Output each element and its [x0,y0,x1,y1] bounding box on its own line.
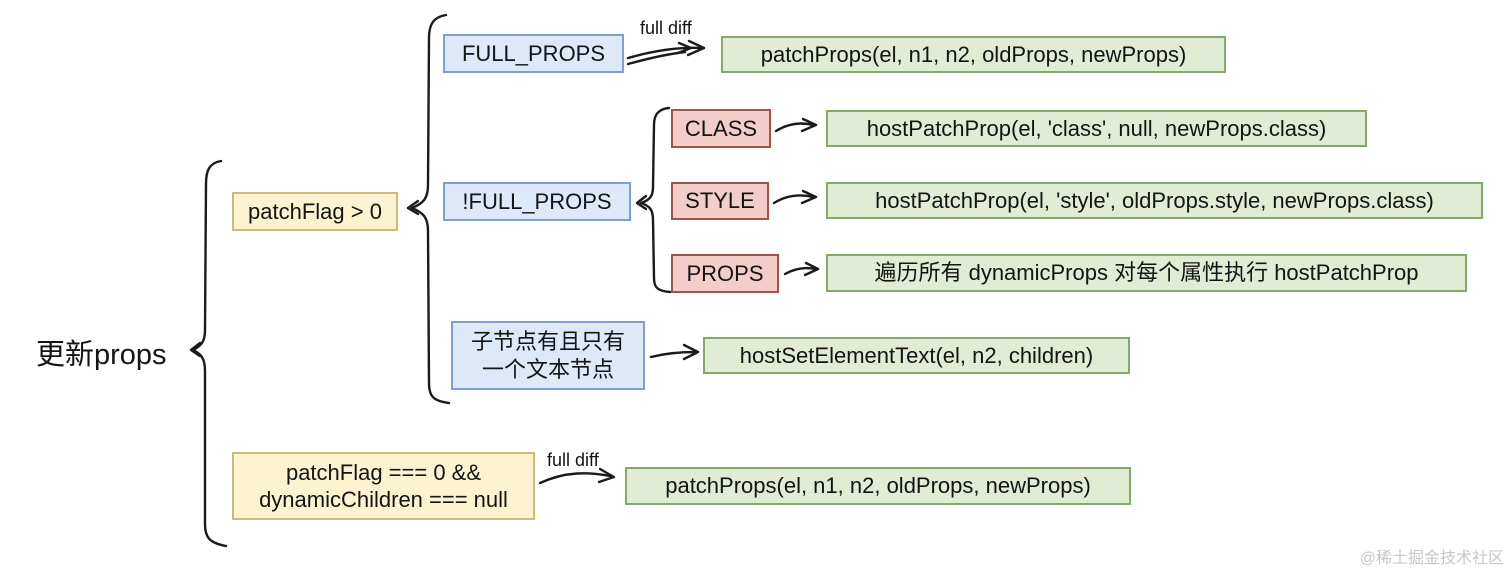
arrow-class [774,117,818,133]
node-props-flag: PROPS [671,254,779,293]
node-text-child-line2: 一个文本节点 [481,356,614,382]
root-label: 更新props [36,339,167,371]
arrow-full-props-head-icon [676,39,706,57]
arrow-style [772,189,818,205]
node-style-flag: STYLE [671,182,769,220]
node-text-child: 子节点有且只有 一个文本节点 [451,321,645,390]
node-patchflag-eq0-line2: dynamicChildren === null [259,487,508,512]
node-hostpatch-style: hostPatchProp(el, 'style', oldProps.styl… [826,182,1483,219]
node-not-full-props-label: !FULL_PROPS [462,188,612,214]
node-patchprops-top-label: patchProps(el, n1, n2, oldProps, newProp… [760,41,1187,67]
node-iterate-dynamic-props-label: 遍历所有 dynamicProps 对每个属性执行 hostPatchProp [874,260,1419,286]
edge-label-full-diff-top: full diff [640,18,692,38]
node-patchflag-gt0-label: patchFlag > 0 [248,198,382,224]
node-hostpatch-style-label: hostPatchProp(el, 'style', oldProps.styl… [875,187,1434,213]
arrow-text-child [649,343,700,361]
node-patchprops-top: patchProps(el, n1, n2, oldProps, newProp… [721,36,1226,73]
node-hostpatch-class: hostPatchProp(el, 'class', null, newProp… [826,110,1367,147]
node-class-flag: CLASS [671,109,771,148]
node-text-child-line1: 子节点有且只有 [470,329,625,354]
brace-root-arrowhead-icon [189,341,202,358]
brace-not-full-props-arrowhead-icon [635,194,648,211]
arrow-patchflag-eq0 [538,467,616,485]
node-iterate-dynamic-props: 遍历所有 dynamicProps 对每个属性执行 hostPatchProp [826,254,1467,292]
arrow-full-props [626,46,704,66]
node-patchflag-eq0-line1: patchFlag === 0 && [285,459,482,485]
node-patchflag-gt0: patchFlag > 0 [232,192,398,231]
node-host-set-element-text-label: hostSetElementText(el, n2, children) [739,342,1094,368]
node-hostpatch-class-label: hostPatchProp(el, 'class', null, newProp… [866,115,1327,141]
arrow-props [783,261,820,277]
node-not-full-props: !FULL_PROPS [443,182,631,221]
node-full-props: FULL_PROPS [443,34,624,73]
node-full-props-label: FULL_PROPS [461,40,606,66]
brace-not-full-props [639,106,672,294]
node-props-flag-label: PROPS [686,260,764,286]
brace-patchflag-arrowhead-icon [406,199,420,216]
node-class-flag-label: CLASS [684,115,758,141]
edge-label-full-diff-bottom: full diff [547,450,599,470]
node-style-flag-label: STYLE [685,188,755,214]
brace-patchflag-gt0 [410,13,451,405]
node-patchprops-bottom-label: patchProps(el, n1, n2, oldProps, newProp… [665,473,1091,499]
node-patchflag-eq0: patchFlag === 0 && dynamicChildren === n… [232,452,535,520]
watermark: @稀土掘金技术社区 [1359,550,1504,567]
node-patchprops-bottom: patchProps(el, n1, n2, oldProps, newProp… [625,467,1131,505]
node-host-set-element-text: hostSetElementText(el, n2, children) [703,337,1130,374]
